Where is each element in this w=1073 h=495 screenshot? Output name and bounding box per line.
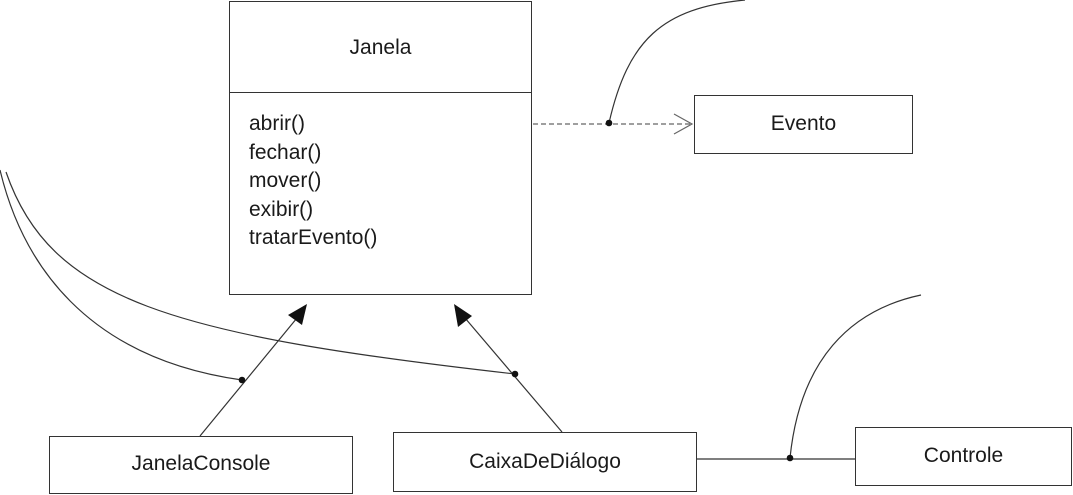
generalization-arrowhead: [454, 304, 472, 327]
generalization-janelaconsole-janela: [199, 304, 307, 437]
annotation-curve-association: [789, 294, 922, 459]
operation: abrir(): [249, 112, 305, 135]
operation: mover(): [249, 169, 322, 192]
annotation-curve-dependency: [608, 0, 746, 124]
annotation-anchor-dot: [511, 370, 519, 378]
operation: tratarEvento(): [249, 226, 378, 249]
class-name: Controle: [923, 444, 1004, 467]
generalization-line: [199, 317, 298, 437]
generalization-arrowhead: [288, 304, 307, 325]
class-name: Evento: [770, 112, 837, 135]
operation: exibir(): [249, 197, 314, 221]
class-caixa-de-dialogo: CaixaDeDiálogo: [393, 432, 697, 492]
class-evento: Evento: [694, 95, 913, 154]
class-name: Janela: [349, 36, 412, 59]
class-name: CaixaDeDiálogo: [469, 450, 621, 473]
annotation-curve-generalization-long: [5, 171, 516, 375]
dependency-open-arrowhead: [673, 113, 694, 135]
class-janela: Janela abrir() fechar() mover() exibir()…: [229, 1, 532, 295]
annotation-anchor-dot: [238, 376, 246, 384]
annotation-anchor-dot: [605, 119, 613, 127]
class-controle: Controle: [855, 427, 1072, 486]
annotation-anchor-dot: [786, 454, 794, 462]
annotation-curve-generalization: [0, 169, 243, 381]
class-janela-console: JanelaConsole: [49, 436, 353, 494]
dependency-janela-evento: [533, 113, 694, 135]
operation: fechar(): [249, 140, 322, 164]
generalization-caixa-janela: [454, 304, 563, 433]
class-name-compartment: Janela: [230, 2, 531, 93]
class-name: JanelaConsole: [131, 452, 271, 475]
class-operations-compartment: abrir() fechar() mover() exibir() tratar…: [249, 110, 531, 253]
